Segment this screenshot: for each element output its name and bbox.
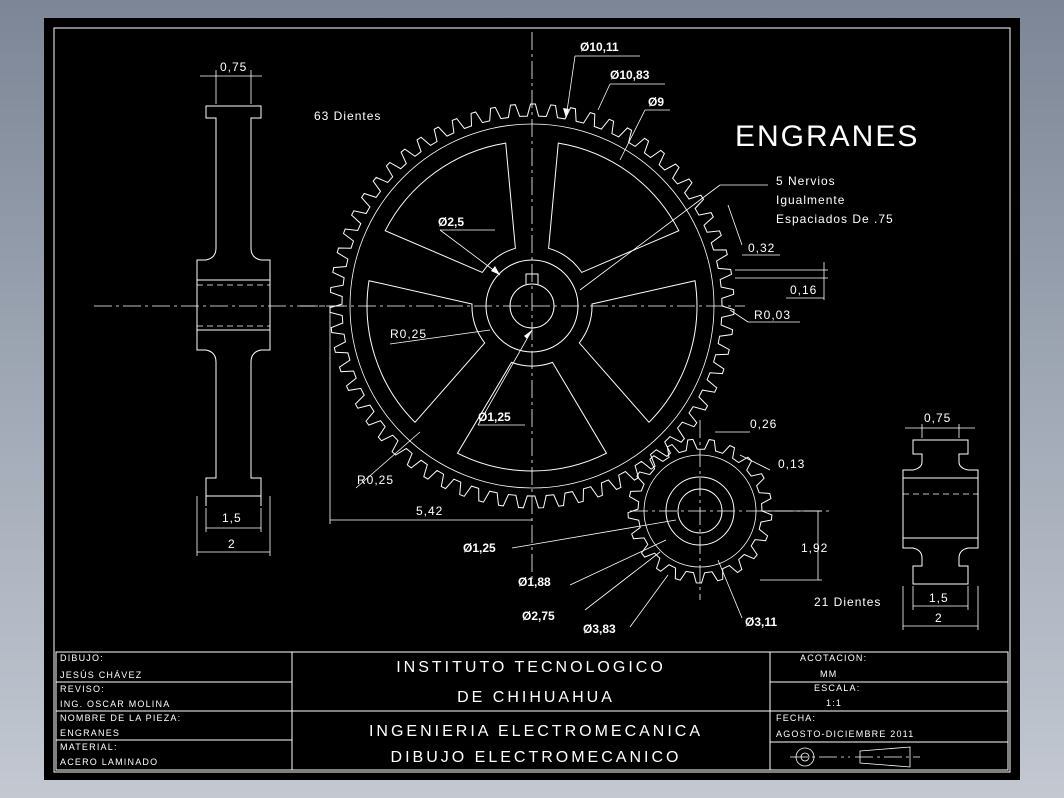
small-side-dim-outer: 2 <box>935 611 943 625</box>
small-side-dim-top: 0,75 <box>924 411 951 425</box>
spoke-window <box>578 280 698 424</box>
large-gear-dim-r3: R0,03 <box>754 308 791 322</box>
small-gear-dim-a: 0,26 <box>750 417 777 431</box>
small-gear-teeth-note: 21 Dientes <box>814 595 881 609</box>
large-gear-dim-bore: Ø1,25 <box>478 410 511 424</box>
pieza-label: NOMBRE DE LA PIEZA: <box>60 713 181 723</box>
small-side-dim-inner: 1,5 <box>929 591 949 605</box>
spoke-window <box>384 142 516 274</box>
title-block <box>55 651 1009 771</box>
dibujo-label: DIBUJO: <box>60 653 104 663</box>
large-gear-dim-r1: R0,25 <box>390 327 427 341</box>
acotacion-value: MM <box>820 669 837 679</box>
small-gear-dim-bore: Ø1,25 <box>463 541 496 555</box>
fecha-value: AGOSTO-DICIEMBRE 2011 <box>776 729 914 739</box>
small-gear-dim-b: 0,13 <box>778 457 805 471</box>
small-gear-dim-c: 1,92 <box>801 541 828 555</box>
large-side-dim-inner: 1,5 <box>222 511 242 525</box>
large-gear-dim-k1: 0,32 <box>748 241 775 255</box>
large-gear-dim-k2: 0,16 <box>790 283 817 297</box>
large-gear-dim-d3: Ø9 <box>648 95 664 109</box>
large-side-dim-outer: 2 <box>228 537 236 551</box>
drawing-border <box>53 27 1011 773</box>
large-gear-front-view <box>300 32 828 580</box>
large-gear-dim-d2: Ø10,83 <box>610 68 650 82</box>
large-gear-dim-hub: Ø2,5 <box>438 215 464 229</box>
large-side-dim-top: 0,75 <box>220 60 247 74</box>
large-gear-dim-len: 5,42 <box>416 504 443 518</box>
paper <box>44 18 1020 780</box>
large-gear-dim-d1: Ø10,11 <box>580 40 619 54</box>
fecha-label: FECHA: <box>776 713 816 723</box>
escala-value: 1:1 <box>826 698 842 708</box>
reviso-value: ING. OSCAR MOLINA <box>60 699 170 709</box>
small-gear-dim-d1: Ø1,88 <box>518 575 551 589</box>
escala-label: ESCALA: <box>814 683 860 693</box>
material-value: ACERO LAMINADO <box>60 757 158 767</box>
dept-line2: DIBUJO ELECTROMECANICO <box>391 749 682 766</box>
spoke-window <box>366 280 486 424</box>
ribs-note-2: Igualmente <box>776 193 845 207</box>
ribs-note-1: 5 Nervios <box>776 174 836 188</box>
small-gear-side-view <box>902 424 979 630</box>
dibujo-value: JESÚS CHÁVEZ <box>60 670 142 680</box>
spoke-window <box>548 142 680 274</box>
small-gear-dim-d2: Ø2,75 <box>522 609 555 623</box>
ribs-note-3: Espaciados De .75 <box>776 212 894 226</box>
institute-line1: INSTITUTO TECNOLOGICO <box>396 659 666 676</box>
reviso-label: REVISO: <box>60 684 105 694</box>
large-gear-teeth-note: 63 Dientes <box>314 109 381 123</box>
small-gear-front-view <box>511 420 830 628</box>
spoke-window <box>456 361 608 472</box>
drawing-title: ENGRANES <box>735 120 919 153</box>
large-gear-dim-r2: R0,25 <box>357 473 394 487</box>
small-gear-dim-d4: Ø3,11 <box>745 615 777 629</box>
material-label: MATERIAL: <box>60 742 118 752</box>
acotacion-label: ACOTACION: <box>800 653 867 663</box>
dept-line1: INGENIERIA ELECTROMECANICA <box>369 723 703 740</box>
pieza-value: ENGRANES <box>60 728 120 738</box>
institute-line2: DE CHIHUAHUA <box>457 689 615 706</box>
small-gear-dim-d3: Ø3,83 <box>583 622 616 636</box>
